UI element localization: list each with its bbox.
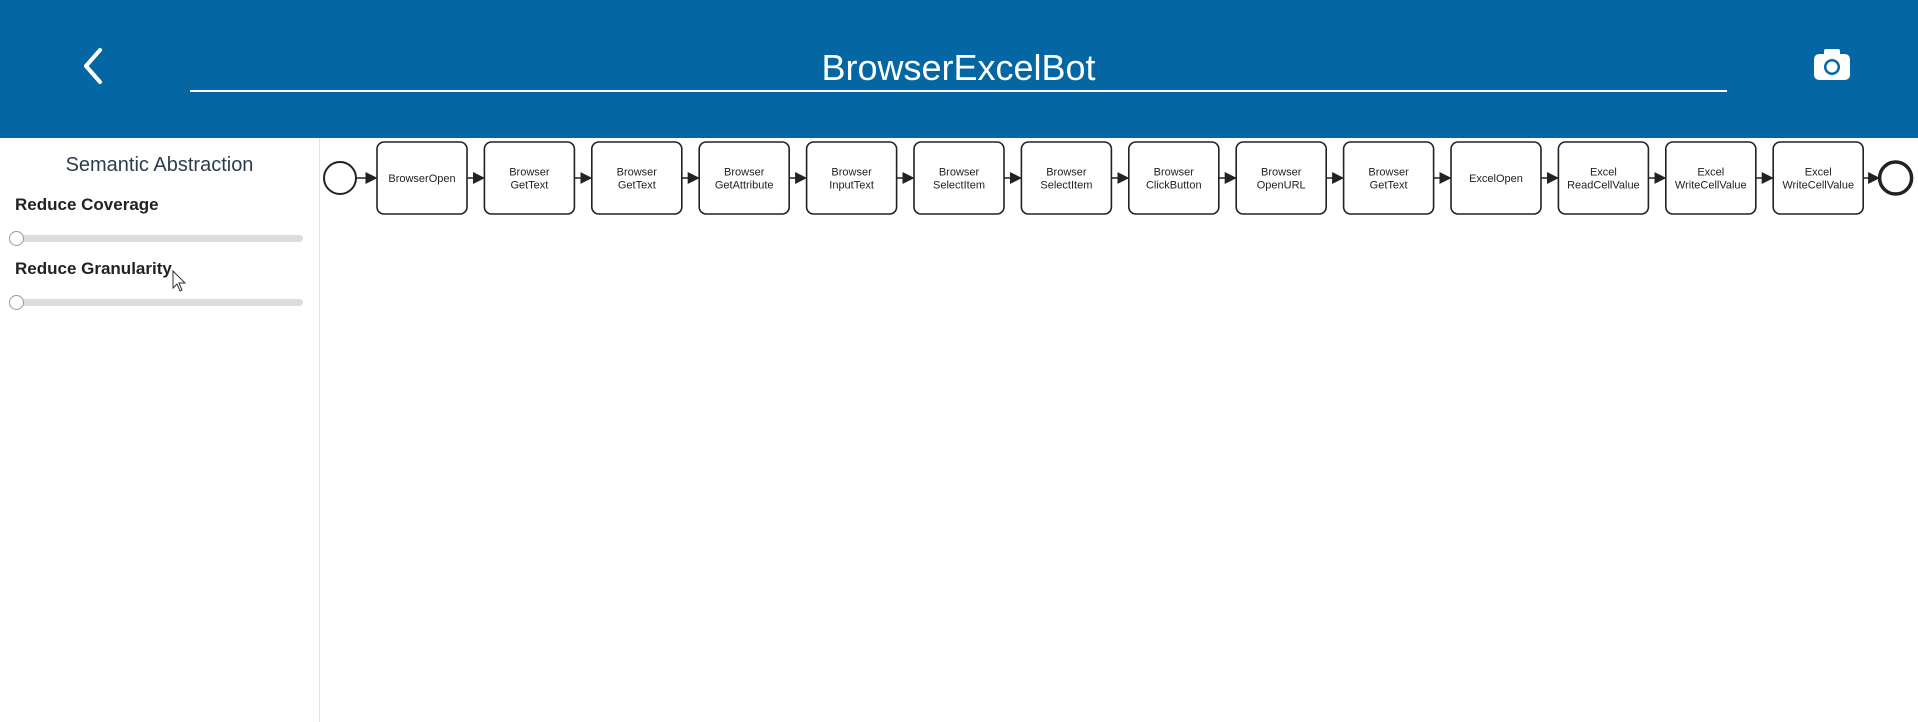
task-label: GetText	[510, 180, 548, 192]
task-label: SelectItem	[933, 180, 985, 192]
camera-button[interactable]	[1810, 46, 1854, 86]
task-label: OpenURL	[1257, 180, 1306, 192]
task-label: GetText	[1370, 180, 1408, 192]
coverage-slider-thumb[interactable]	[9, 231, 24, 246]
task-label: Excel	[1805, 167, 1832, 179]
task-label: SelectItem	[1040, 180, 1092, 192]
task-label: InputText	[829, 180, 874, 192]
chevron-left-icon	[84, 48, 102, 84]
task-label: Browser	[509, 167, 550, 179]
granularity-label: Reduce Granularity	[15, 259, 172, 278]
task-label: GetAttribute	[715, 180, 774, 192]
back-button[interactable]	[72, 44, 116, 88]
page-title: BrowserExcelBot	[821, 47, 1096, 88]
task-label: Browser	[1046, 167, 1087, 179]
granularity-slider-thumb[interactable]	[9, 295, 24, 310]
task-box[interactable]	[1235, 141, 1328, 215]
sidebar: Semantic Abstraction Reduce Coverage Red…	[0, 138, 320, 722]
task-label: ExcelOpen	[1469, 173, 1523, 185]
task-label: Browser	[617, 167, 658, 179]
coverage-slider[interactable]	[9, 231, 303, 246]
end-event[interactable]	[1877, 160, 1914, 196]
task-label: Browser	[831, 167, 872, 179]
start-event[interactable]	[323, 161, 357, 195]
mouse-cursor-icon	[172, 270, 187, 292]
process-diagram: BrowserOpenBrowserGetTextBrowserGetTextB…	[323, 141, 1914, 215]
coverage-label: Reduce Coverage	[15, 195, 159, 214]
title-field[interactable]: BrowserExcelBot	[190, 40, 1727, 92]
task-label: Browser	[939, 167, 980, 179]
task-label: Browser	[1261, 167, 1302, 179]
task-label: WriteCellValue	[1675, 180, 1747, 192]
task-label: WriteCellValue	[1782, 180, 1854, 192]
task-label: Excel	[1590, 167, 1617, 179]
task-label: ClickButton	[1146, 180, 1202, 192]
task-label: GetText	[618, 180, 656, 192]
app-header: BrowserExcelBot	[0, 0, 1918, 138]
sidebar-title: Semantic Abstraction	[65, 154, 254, 176]
task-label: ReadCellValue	[1567, 180, 1640, 192]
task-label: Browser	[1154, 167, 1195, 179]
task-label: Browser	[724, 167, 765, 179]
task-label: BrowserOpen	[388, 173, 455, 185]
task-label: Excel	[1697, 167, 1724, 179]
task-label: Browser	[1368, 167, 1409, 179]
granularity-slider[interactable]	[9, 295, 303, 310]
camera-icon	[1814, 49, 1850, 80]
